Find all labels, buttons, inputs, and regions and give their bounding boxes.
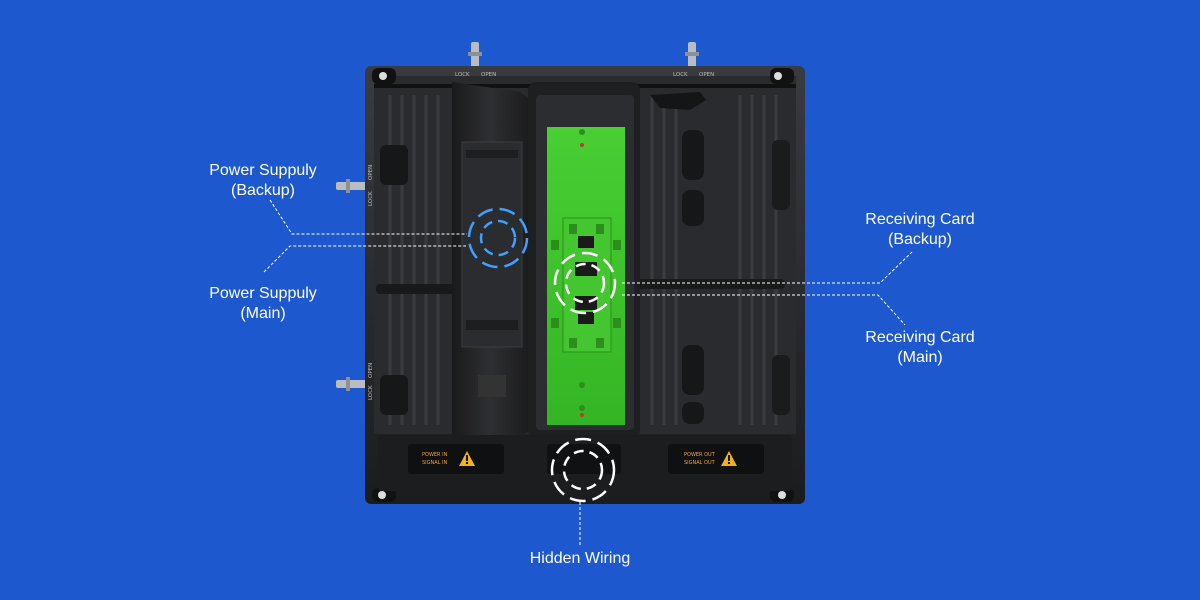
label-line: Receiving Card — [865, 211, 975, 228]
top-pins — [468, 42, 699, 70]
port-label: POWER IN — [422, 452, 448, 458]
port-label: POWER OUT — [684, 452, 716, 458]
label-line: Power Suppuly — [209, 285, 317, 302]
open-tag: OPEN — [368, 363, 374, 378]
port-label: SIGNAL IN — [422, 460, 448, 466]
receiving-card-pcb — [547, 127, 625, 425]
label-line: (Main) — [240, 305, 286, 322]
open-tag: OPEN — [368, 165, 374, 180]
lock-markings: LOCK OPEN LOCK OPEN LOCK OPEN LOCK OPEN — [368, 72, 714, 400]
open-tag: OPEN — [481, 72, 496, 78]
receiving-card-backup-label: Receiving Card (Backup) — [855, 210, 985, 250]
power-supply-door — [452, 82, 528, 442]
label-line: (Backup) — [230, 182, 296, 199]
label-line: (Backup) — [887, 231, 953, 248]
port-label: SIGNAL OUT — [684, 460, 716, 466]
side-pins — [336, 179, 368, 391]
leader-receiving-backup — [622, 251, 913, 284]
leader-receiving-main — [622, 294, 906, 326]
power-supply-main-label: Power Suppuly (Main) — [200, 284, 326, 324]
label-line: Power Suppuly — [209, 162, 317, 179]
label-line: Receiving Card — [865, 329, 975, 346]
label-line: (Main) — [897, 349, 943, 366]
lock-tag: LOCK — [455, 72, 470, 78]
lock-tag: LOCK — [673, 72, 688, 78]
lock-tag: LOCK — [368, 191, 374, 206]
lock-tag: LOCK — [368, 385, 374, 400]
receiving-card-main-label: Receiving Card (Main) — [855, 328, 985, 368]
hidden-wiring-marker — [550, 437, 616, 503]
leader-power-backup — [269, 199, 467, 235]
power-backup-marker — [467, 207, 529, 269]
power-supply-backup-label: Power Suppuly (Backup) — [200, 161, 326, 201]
leader-lines — [263, 199, 913, 545]
warning-icon — [459, 451, 475, 466]
connector-panel: POWER IN SIGNAL IN POWER OUT SIGNAL OUT — [378, 435, 792, 491]
open-tag: OPEN — [699, 72, 714, 78]
hidden-wiring-label: Hidden Wiring — [529, 550, 631, 567]
warning-icon — [721, 451, 737, 466]
leader-power-main — [263, 245, 466, 273]
receiving-card-marker — [553, 251, 617, 315]
